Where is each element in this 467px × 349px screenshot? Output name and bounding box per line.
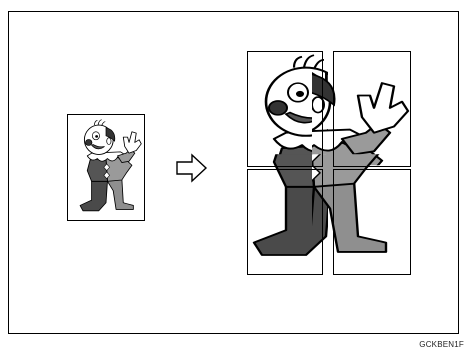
figure-code-label: GCKBEN1F xyxy=(419,340,464,349)
original-page xyxy=(68,115,145,221)
